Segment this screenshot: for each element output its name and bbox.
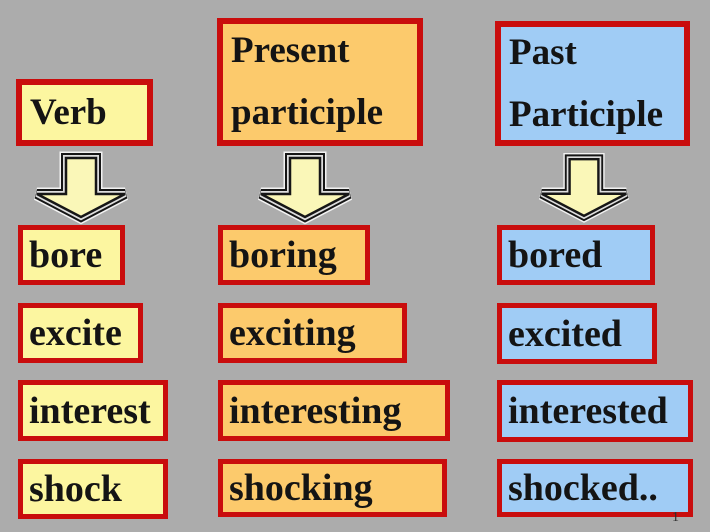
past-participle-header-line1: Past	[509, 31, 577, 73]
word-box-shocking: shocking	[218, 459, 447, 517]
verb-header-box: Verb	[16, 79, 153, 146]
down-arrow-icon	[538, 152, 630, 223]
word-box-excite: excite	[18, 303, 143, 363]
word-box-excited: excited	[497, 303, 657, 364]
verb-header-label: Verb	[30, 91, 107, 133]
present-participle-header-box: Present participle	[217, 18, 423, 146]
down-arrow-icon	[257, 151, 353, 225]
word-box-interested: interested	[497, 380, 693, 442]
word-box-boring: boring	[218, 225, 370, 285]
word-box-interest: interest	[18, 380, 168, 441]
past-participle-header-box: Past Participle	[495, 21, 690, 146]
present-participle-header-line2: participle	[231, 92, 384, 133]
past-participle-header-line2: Participle	[509, 93, 664, 135]
down-arrow-icon	[33, 151, 129, 225]
word-box-bore: bore	[18, 225, 125, 285]
word-box-bored: bored	[497, 225, 655, 285]
word-box-interesting: interesting	[218, 380, 450, 441]
word-box-exciting: exciting	[218, 303, 407, 363]
slide-number: 1	[672, 510, 679, 525]
present-participle-header-line1: Present	[231, 30, 350, 71]
word-box-shocked: shocked..	[497, 459, 693, 517]
word-box-shock: shock	[18, 459, 168, 519]
